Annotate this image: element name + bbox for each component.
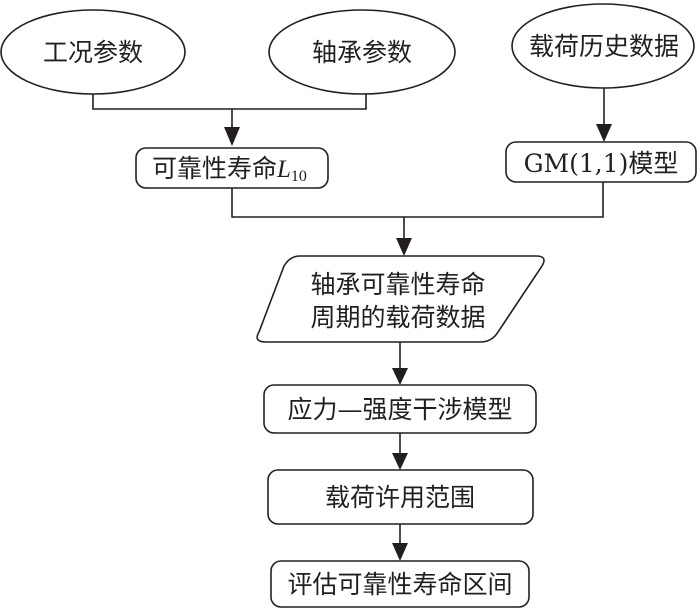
ellipse-shape	[511, 3, 695, 89]
node-load-range: 载荷许用范围	[267, 469, 534, 525]
parallelogram-shape	[256, 255, 545, 343]
arrow-head	[392, 453, 408, 470]
node-label-line1: 轴承可靠性寿命	[310, 270, 485, 299]
node-label: 可靠性寿命L10	[152, 154, 307, 185]
ellipse-shape	[268, 9, 456, 95]
label-subscript: 10	[291, 168, 307, 185]
node-label: 载荷历史数据	[529, 32, 679, 61]
arrow-head	[224, 127, 240, 146]
edge-load-data-to-interference	[392, 342, 408, 385]
connector-line	[231, 182, 604, 218]
arrow-head	[392, 543, 408, 561]
edge-load-range-to-evaluate	[392, 524, 408, 561]
connector-line	[92, 94, 367, 110]
edge-interference-to-load-range	[392, 433, 408, 470]
arrow-head	[392, 368, 408, 385]
rounded-rect-shape	[270, 560, 530, 608]
edge-load-history-to-gm	[596, 88, 612, 142]
node-interference-model: 应力—强度干涉模型	[263, 384, 537, 434]
node-label: 载荷许用范围	[325, 483, 475, 512]
node-gm-model: GM(1,1)模型	[505, 141, 697, 183]
arrow-head	[396, 238, 412, 256]
node-load-history: 载荷历史数据	[511, 3, 695, 89]
node-bearing-params: 轴承参数	[268, 9, 456, 95]
arrow-head	[596, 124, 612, 142]
node-label: 应力—强度干涉模型	[287, 395, 512, 424]
node-label: GM(1,1)模型	[524, 149, 679, 178]
node-reliability-life: 可靠性寿命L10	[135, 147, 329, 189]
node-label: 工况参数	[43, 38, 143, 67]
node-evaluate-interval: 评估可靠性寿命区间	[270, 560, 530, 608]
label-prefix: 可靠性寿命	[152, 154, 277, 183]
node-working-conditions: 工况参数	[0, 9, 186, 95]
label-variable: L	[276, 156, 291, 183]
edge-to-load-data	[231, 182, 604, 256]
rounded-rect-shape	[505, 141, 697, 183]
node-label: 评估可靠性寿命区间	[287, 570, 512, 599]
node-label: 轴承参数	[312, 38, 412, 67]
edge-inputs-to-reliability-life	[92, 94, 367, 146]
node-load-data: 轴承可靠性寿命 周期的载荷数据	[256, 255, 545, 343]
node-label-line2: 周期的载荷数据	[310, 303, 485, 332]
